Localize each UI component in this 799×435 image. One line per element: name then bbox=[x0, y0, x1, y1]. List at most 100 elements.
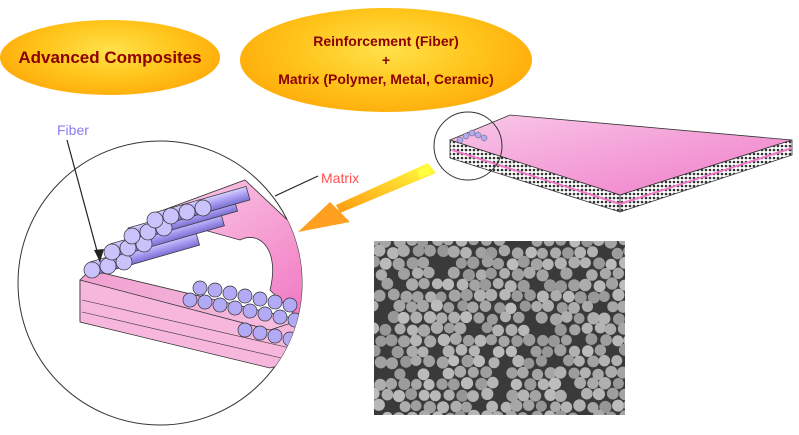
fiber-cross-section bbox=[511, 268, 525, 281]
fiber-cross-section bbox=[417, 324, 431, 337]
fiber-cross-section bbox=[548, 335, 560, 347]
fiber-cross-section bbox=[599, 400, 612, 414]
fiber-cross-section bbox=[374, 387, 380, 400]
fiber-cross-section bbox=[410, 334, 422, 347]
fiber-cross-section bbox=[573, 313, 585, 324]
matrix-pointer-line bbox=[274, 175, 319, 197]
fiber-cross-section bbox=[381, 277, 394, 290]
fiber-cross-section bbox=[623, 400, 625, 410]
fiber-cross-section bbox=[480, 241, 493, 246]
fiber-cross-section bbox=[523, 266, 536, 279]
fiber-cross-section bbox=[517, 255, 530, 268]
fiber-cross-section bbox=[431, 278, 443, 290]
fiber-cross-section bbox=[460, 401, 472, 413]
fiber-cross-section bbox=[554, 366, 567, 379]
fiber-cross-section bbox=[530, 258, 543, 271]
fiber-cross-section bbox=[592, 241, 605, 246]
fiber-cross-section bbox=[430, 299, 443, 312]
magnified-view bbox=[17, 140, 303, 426]
fiber-cross-section bbox=[605, 411, 617, 415]
fiber-cross-section bbox=[467, 301, 479, 313]
fiber-cross-section bbox=[398, 335, 411, 348]
fiber-cross-section bbox=[423, 379, 435, 391]
fiber-cross-section bbox=[398, 267, 410, 280]
fiber-cross-section bbox=[448, 311, 461, 324]
fiber-cross-section bbox=[619, 388, 625, 401]
fiber-cross-section bbox=[398, 378, 411, 390]
fiber-cross-section bbox=[374, 255, 380, 268]
fiber-cross-section bbox=[587, 377, 599, 390]
fiber-cross-section bbox=[535, 400, 547, 412]
fiber-cross-section bbox=[391, 346, 404, 359]
fiber-cross-section bbox=[437, 401, 449, 414]
fiber-cross-section bbox=[397, 311, 410, 324]
fiber-cross-section bbox=[517, 279, 530, 293]
fiber-cross-section bbox=[506, 258, 519, 271]
fiber-cross-section bbox=[467, 409, 481, 415]
fiber-cross-section bbox=[568, 256, 581, 269]
fiber-cross-section bbox=[504, 280, 517, 293]
fiber-cross-section bbox=[594, 344, 607, 356]
fiber-cross-section bbox=[447, 266, 460, 279]
fiber-cross-section bbox=[530, 345, 542, 357]
fiber-cross-section bbox=[417, 256, 430, 269]
fiber-cross-section bbox=[568, 367, 580, 379]
fiber-cross-section bbox=[593, 257, 605, 270]
fiber-cross-section bbox=[574, 246, 587, 259]
fiber-cross-section bbox=[448, 355, 460, 367]
fiber-cross-section bbox=[582, 345, 594, 357]
fiber-cross-section bbox=[374, 289, 386, 302]
fiber-cross-section bbox=[618, 241, 625, 246]
fiber-cross-section bbox=[444, 322, 455, 334]
fiber-cross-section bbox=[423, 401, 436, 414]
fiber-cross-section bbox=[411, 291, 424, 303]
fiber-cross-section bbox=[542, 299, 554, 312]
fiber-cross-section bbox=[423, 355, 435, 368]
fiber-cross-section bbox=[554, 410, 567, 415]
fiber-cross-section bbox=[432, 411, 443, 415]
fiber-cross-section bbox=[468, 241, 479, 246]
fiber-cross-section bbox=[612, 267, 624, 279]
fiber-cross-section bbox=[417, 368, 430, 381]
fiber-cross-section bbox=[604, 241, 617, 249]
fiber-cross-section bbox=[623, 246, 625, 256]
fiber-cross-section bbox=[447, 378, 460, 391]
fiber-cross-section bbox=[456, 389, 469, 402]
fiber-cross-section bbox=[544, 410, 555, 415]
fiber-cross-section bbox=[561, 334, 572, 346]
fiber-cross-section bbox=[406, 241, 418, 246]
fiber-cross-section bbox=[619, 410, 625, 415]
fiber-cross-section bbox=[612, 378, 624, 389]
fiber-cross-section bbox=[475, 247, 487, 259]
advanced-composites-oval: Advanced Composites bbox=[0, 20, 220, 95]
fiber-cross-section bbox=[467, 256, 480, 269]
fiber-cross-section bbox=[407, 324, 419, 336]
fiber-cross-section bbox=[449, 332, 462, 345]
fiber-cross-section bbox=[524, 289, 536, 301]
fiber-cross-section bbox=[432, 241, 444, 246]
fiber-cross-section bbox=[406, 278, 419, 291]
fiber-cross-section bbox=[374, 241, 381, 246]
fiber-cross-section bbox=[411, 378, 422, 390]
fiber-cross-section bbox=[425, 291, 437, 303]
fiber-cross-section bbox=[492, 278, 504, 289]
fiber-cross-section bbox=[467, 390, 479, 402]
fiber-cross-section bbox=[604, 323, 617, 335]
fiber-cross-section bbox=[486, 313, 498, 325]
fiber-cross-section bbox=[442, 345, 455, 358]
fiber-cross-section bbox=[436, 378, 448, 390]
fiber-cross-section bbox=[574, 376, 587, 389]
fiber-cross-section bbox=[599, 268, 612, 280]
fiber-cross-section bbox=[406, 345, 419, 358]
fiber-cross-section bbox=[560, 267, 573, 280]
fiber-cross-section bbox=[374, 378, 387, 391]
fiber-cross-section bbox=[606, 387, 619, 400]
fiber-cross-section bbox=[587, 291, 600, 304]
matrix-label: Matrix bbox=[321, 170, 360, 186]
fiber-cross-section bbox=[382, 411, 393, 415]
fiber-cross-section bbox=[473, 355, 485, 368]
fiber-cross-section bbox=[605, 365, 618, 378]
zoom-arrow bbox=[298, 163, 436, 232]
fiber-cross-section bbox=[491, 411, 504, 415]
fiber-cross-section bbox=[587, 312, 600, 325]
